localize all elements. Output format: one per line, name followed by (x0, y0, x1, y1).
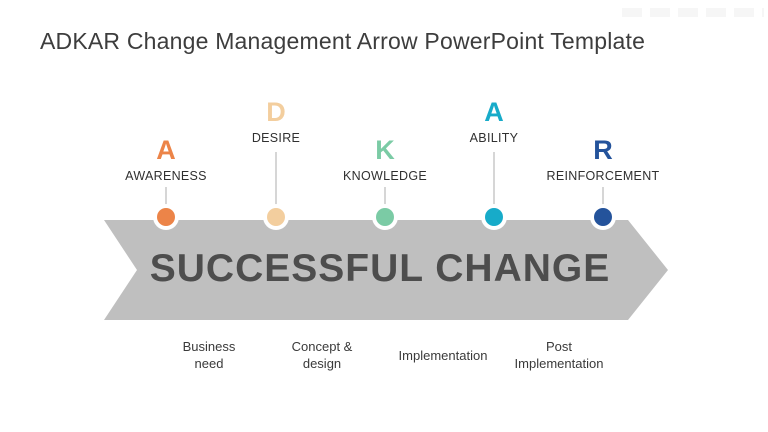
step-label-knowledge: KNOWLEDGE (343, 169, 427, 183)
milestone-dot-fill (267, 208, 285, 226)
phase-line: Implementation (398, 347, 488, 363)
milestone-dot-fill (157, 208, 175, 226)
connector-line (493, 152, 495, 206)
milestone-dot-awareness (153, 204, 179, 230)
step-label-ability: ABILITY (469, 131, 519, 145)
phase-line: design (302, 356, 342, 371)
phase-line: Concept & (291, 339, 353, 354)
phase-business-need: Business need (134, 336, 284, 374)
milestone-dot-fill (485, 208, 503, 226)
connector-line (384, 187, 386, 206)
step-letter-desire: D (266, 97, 286, 127)
phase-line: Implementation (514, 356, 604, 371)
connector-line (275, 152, 277, 206)
connector-line (165, 187, 167, 206)
step-label-reinforcement: REINFORCEMENT (546, 169, 660, 183)
phase-line: Post (545, 339, 572, 354)
watermark-artifact (622, 8, 764, 17)
phase-line: need (194, 356, 224, 371)
step-letter-awareness: A (156, 135, 176, 165)
phase-concept-design: Concept & design (247, 336, 397, 374)
phase-line: Business (182, 339, 236, 354)
milestone-dot-knowledge (372, 204, 398, 230)
phase-implementation: Implementation (368, 336, 518, 374)
successful-change-label: SUCCESSFUL CHANGE (149, 247, 611, 290)
phase-post-implementation: Post Implementation (484, 336, 634, 374)
milestone-dot-ability (481, 204, 507, 230)
milestone-dot-desire (263, 204, 289, 230)
milestone-dot-reinforcement (590, 204, 616, 230)
milestone-dot-fill (594, 208, 612, 226)
step-letter-ability: A (484, 97, 504, 127)
arrow-polygon (104, 220, 668, 320)
step-letter-reinforcement: R (593, 135, 613, 165)
slide-title: ADKAR Change Management Arrow PowerPoint… (40, 28, 646, 54)
step-label-awareness: AWARENESS (125, 169, 207, 183)
connector-line (602, 187, 604, 206)
step-label-desire: DESIRE (251, 131, 301, 145)
step-letter-knowledge: K (375, 135, 395, 165)
milestone-dot-fill (376, 208, 394, 226)
